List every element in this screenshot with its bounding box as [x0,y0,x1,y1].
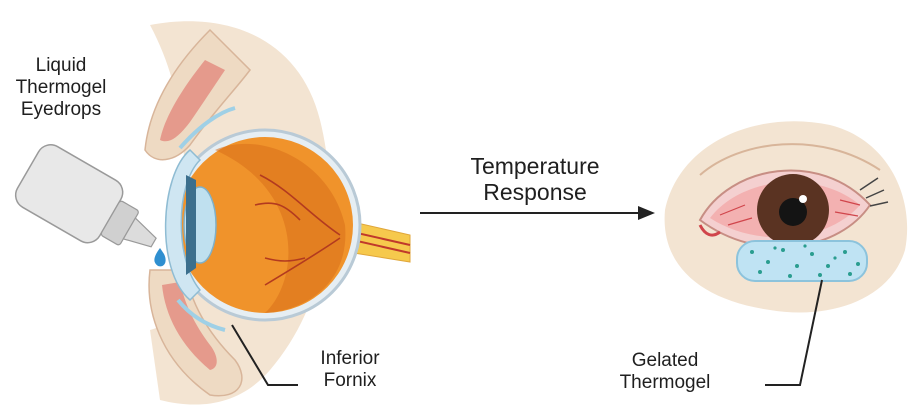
eye-highlight [799,195,807,203]
eyedrop-droplet [154,248,165,266]
label-gelated-thermogel: Gelated Thermogel [600,350,730,394]
label-temperature-response: Temperature Response [420,153,650,206]
label-liquid-thermogel-eyedrops: Liquid Thermogel Eyedrops [0,55,122,121]
temperature-arrow [420,206,655,220]
gel-pad [737,241,867,281]
iris [186,175,196,275]
frontal-eye [665,121,908,385]
label-inferior-fornix: Inferior Fornix [295,348,405,392]
eyedrop-bottle [11,140,172,273]
